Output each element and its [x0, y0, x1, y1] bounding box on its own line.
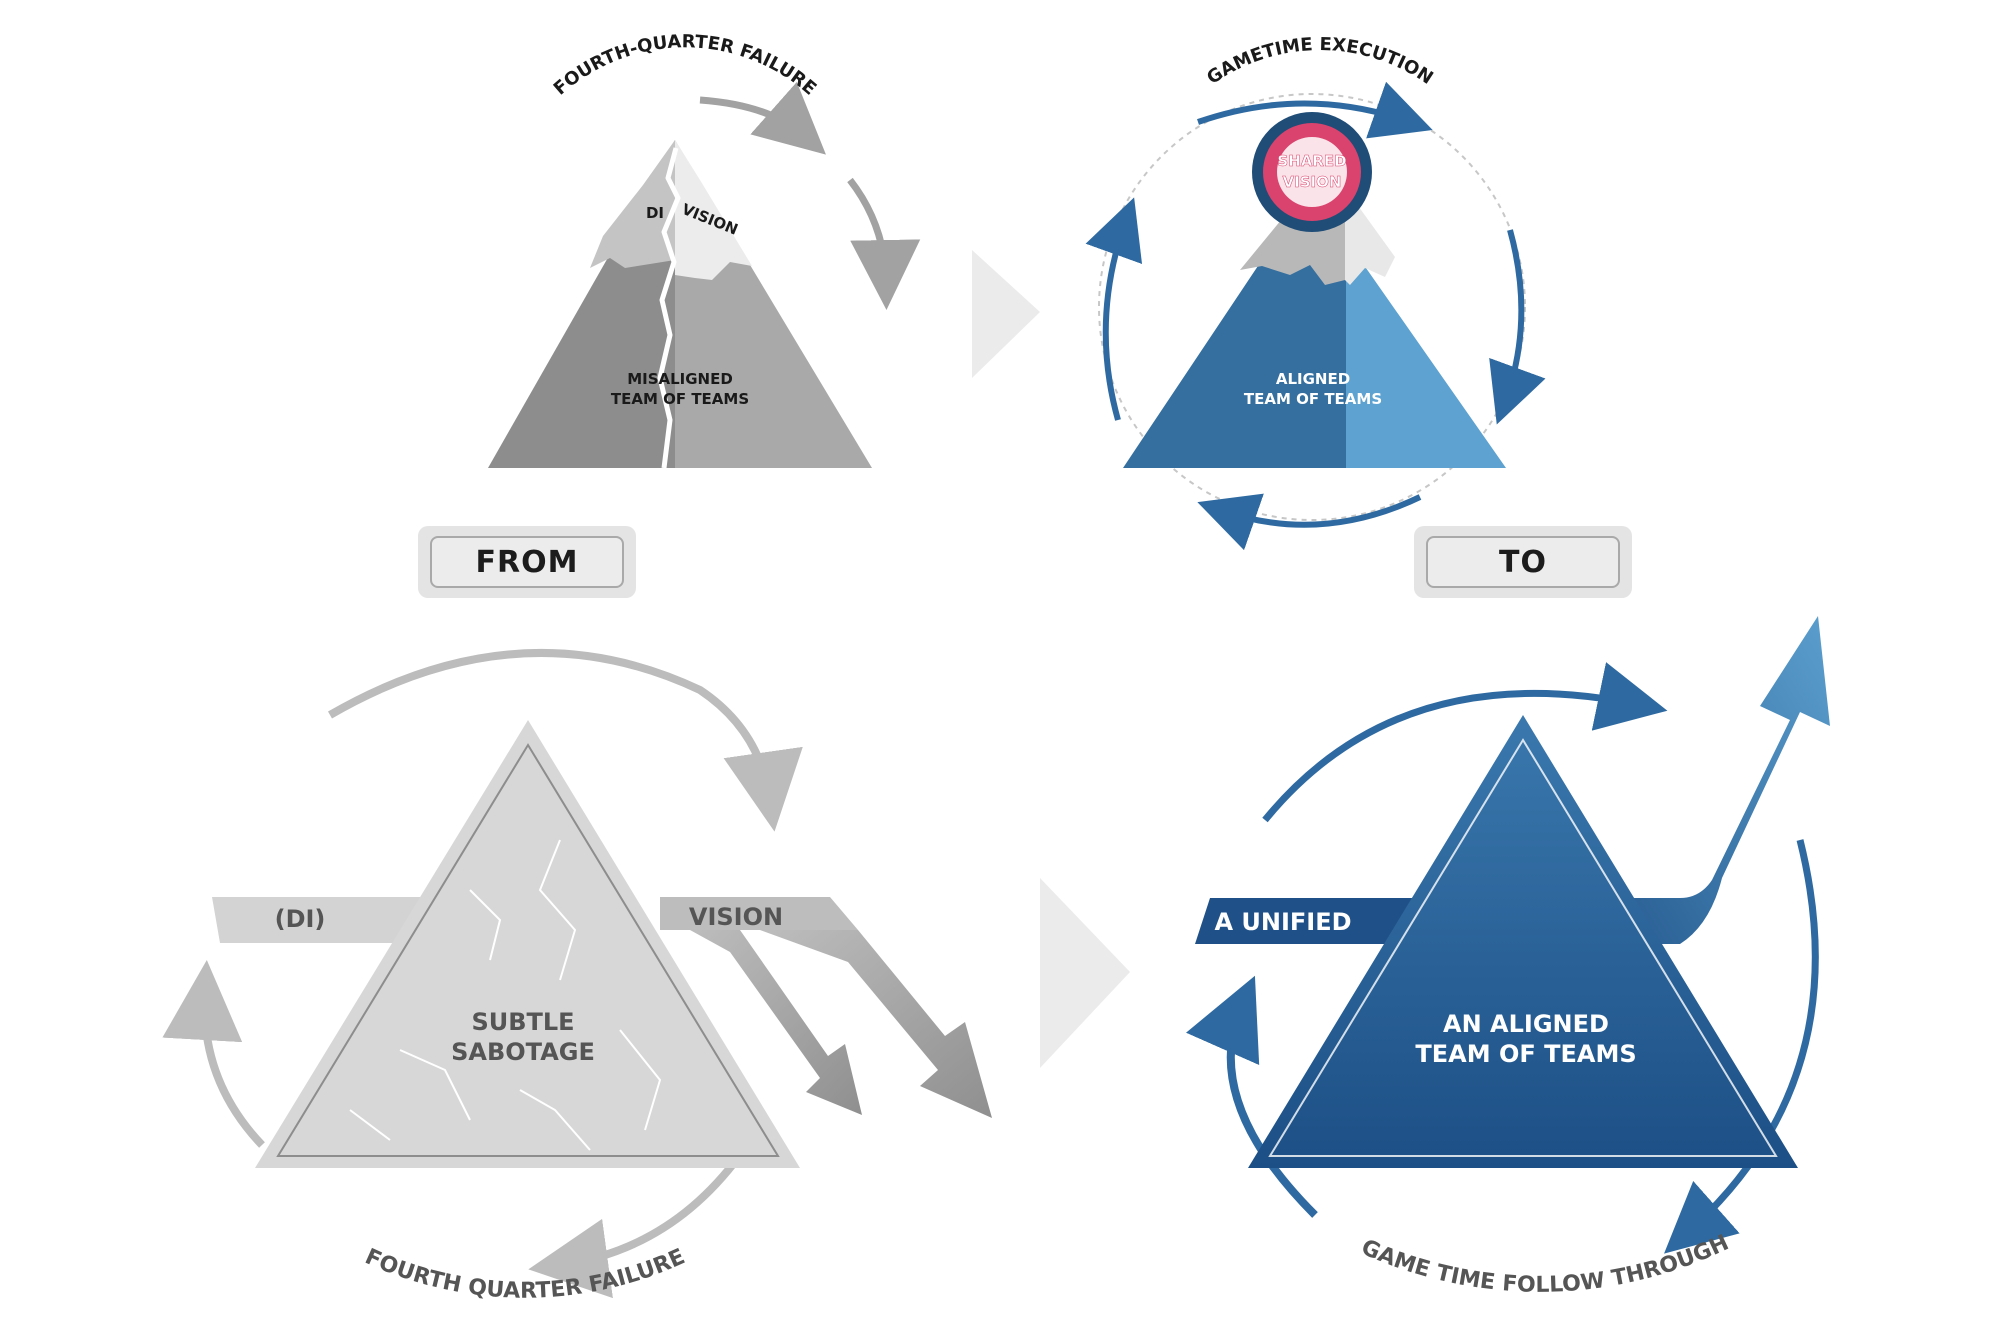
unified-bar	[1195, 898, 1420, 944]
from-snowcap-right	[675, 140, 752, 280]
to-badge-label: TO	[1426, 536, 1620, 588]
top-transition-arrow	[972, 250, 1040, 378]
aligned-triangle-inner	[1268, 738, 1778, 1157]
bottom-left-left-arc-arrow	[162, 960, 265, 1148]
to-mountain-label-1: ALIGNED	[1276, 370, 1350, 388]
target-label-1: SHARED	[1277, 152, 1346, 170]
bottom-transition-arrow	[1040, 878, 1130, 1068]
bottom-right-left-arc-arrow	[1186, 975, 1318, 1218]
from-mountain-group: FOURTH-QUARTER FAILURE DI VISION MISALIG…	[488, 31, 921, 469]
to-mountain-label-2: TEAM OF TEAMS	[1244, 390, 1382, 408]
sabotage-triangle-inner	[276, 743, 780, 1157]
from-triangle-group: (DI) VISION SUBTLE SABOTAGE FOURTH QUART…	[162, 648, 992, 1304]
bottom-left-bottom-arc-arrow	[528, 1152, 744, 1299]
bar-right-segment	[660, 897, 858, 930]
crack-lines	[349, 839, 662, 1151]
vision-growth-arrow	[1630, 616, 1830, 944]
bottom-left-top-arc-arrow	[327, 648, 803, 832]
bottom-left-arc-label: FOURTH QUARTER FAILURE	[361, 1244, 689, 1303]
from-right-arc-arrow	[847, 177, 921, 310]
to-left-orbit-arrow	[1085, 197, 1143, 421]
to-arc-label: GAMETIME EXECUTION	[1203, 34, 1436, 89]
from-mountain-label-1: MISALIGNED	[627, 370, 733, 388]
to-right-orbit-arrow	[1489, 229, 1546, 425]
from-mountain-label-2: TEAM OF TEAMS	[611, 390, 749, 408]
from-badge-label: FROM	[430, 536, 624, 588]
sabotage-label-1: SUBTLE	[471, 1008, 574, 1036]
aligned-triangle	[1248, 715, 1798, 1168]
sabotage-triangle	[255, 720, 800, 1168]
to-mountain-group: GAMETIME EXECUTION SHARED VISION ALIGNED…	[1085, 34, 1546, 551]
to-top-orbit-arrow	[1197, 81, 1433, 139]
to-triangle-group: A UNIFIED VISION AN ALIGNED TEAM OF TEAM…	[1186, 616, 1830, 1298]
sabotage-label-2: SABOTAGE	[451, 1038, 595, 1066]
diverging-arrow-1	[690, 930, 862, 1115]
from-top-arc-arrow	[699, 81, 826, 155]
to-snowcap-right	[1345, 203, 1395, 285]
diverging-arrow-2	[760, 930, 992, 1118]
to-badge: TO	[1414, 526, 1632, 598]
bottom-right-top-arc-arrow	[1262, 662, 1668, 823]
from-badge: FROM	[418, 526, 636, 598]
from-snowcap-left	[590, 140, 675, 268]
target-label-2: VISION	[1283, 173, 1342, 191]
unified-label: A UNIFIED	[1214, 908, 1351, 936]
aligned-label-1: AN ALIGNED	[1443, 1010, 1609, 1038]
bar-left-segment	[212, 897, 420, 943]
to-dashed-orbit	[1098, 93, 1526, 521]
bar-right-label: VISION	[689, 903, 783, 931]
bar-left-label: (DI)	[275, 905, 326, 933]
aligned-label-2: TEAM OF TEAMS	[1415, 1040, 1636, 1068]
shared-vision-target-inner	[1277, 137, 1347, 207]
bottom-right-arc-label: GAME TIME FOLLOW THROUGH	[1357, 1230, 1732, 1298]
to-bottom-orbit-arrow	[1197, 493, 1422, 551]
from-arc-label: FOURTH-QUARTER FAILURE	[550, 31, 821, 99]
bottom-right-right-arc-arrow	[1664, 839, 1819, 1254]
from-split-left: DI	[646, 204, 664, 222]
from-crack-line	[657, 147, 681, 469]
